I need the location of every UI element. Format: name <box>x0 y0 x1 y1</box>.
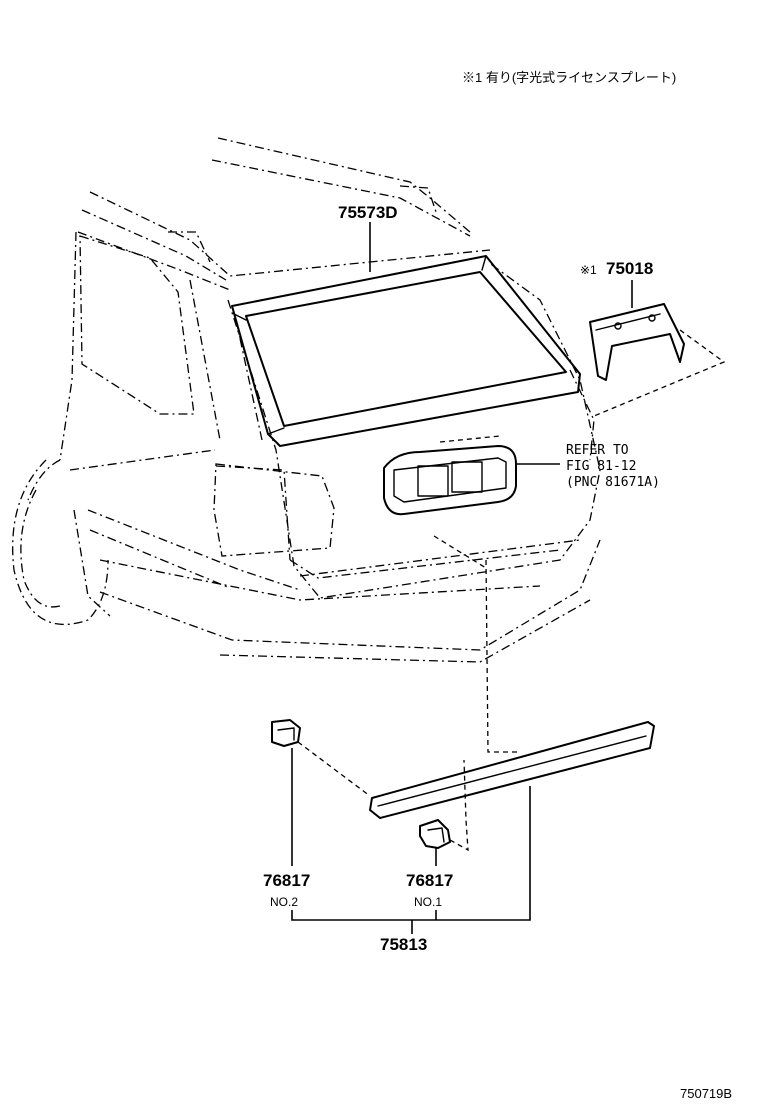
plate-marker: ※1 <box>580 263 597 277</box>
connector-lines <box>297 535 520 852</box>
clip-left-sub: NO.2 <box>270 895 298 909</box>
part-number-garnish: 75813 <box>380 935 427 954</box>
note-text: ※1 有り(字光式ライセンスプレート) <box>462 70 676 85</box>
license-plate-bracket-75018 <box>589 303 726 417</box>
refer-line1: REFER TO <box>566 443 629 458</box>
part-number-clip-left: 76817 <box>263 871 310 890</box>
part-number-glass-molding: 75573D <box>338 203 398 222</box>
part-number-plate: 75018 <box>606 259 653 278</box>
back-glass-molding <box>231 255 581 447</box>
drawing-id: 750719B <box>680 1086 732 1101</box>
refer-line2: FIG 81-12 <box>566 459 636 474</box>
license-garnish <box>383 435 517 516</box>
leader-lines <box>291 222 633 934</box>
vehicle-outline <box>12 137 601 663</box>
clip-no1-icon <box>419 819 451 849</box>
rear-garnish-75813 <box>369 721 655 819</box>
part-number-clip-right: 76817 <box>406 871 453 890</box>
refer-line3: (PNC 81671A) <box>566 475 660 490</box>
clip-right-sub: NO.1 <box>414 895 442 909</box>
clip-no2-icon <box>271 719 301 747</box>
